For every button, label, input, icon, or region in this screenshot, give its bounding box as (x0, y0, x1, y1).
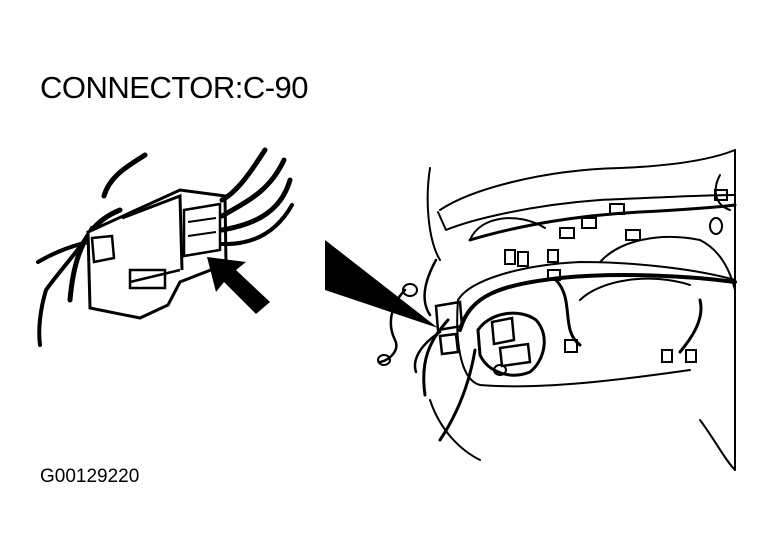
pointer-wedge-icon (325, 240, 438, 328)
connector-closeup (36, 147, 294, 347)
connector-title: CONNECTOR:C-90 (40, 70, 309, 105)
figure-id: G00129220 (40, 466, 140, 487)
arrow-icon (207, 257, 270, 314)
dashboard-harness (377, 149, 737, 471)
